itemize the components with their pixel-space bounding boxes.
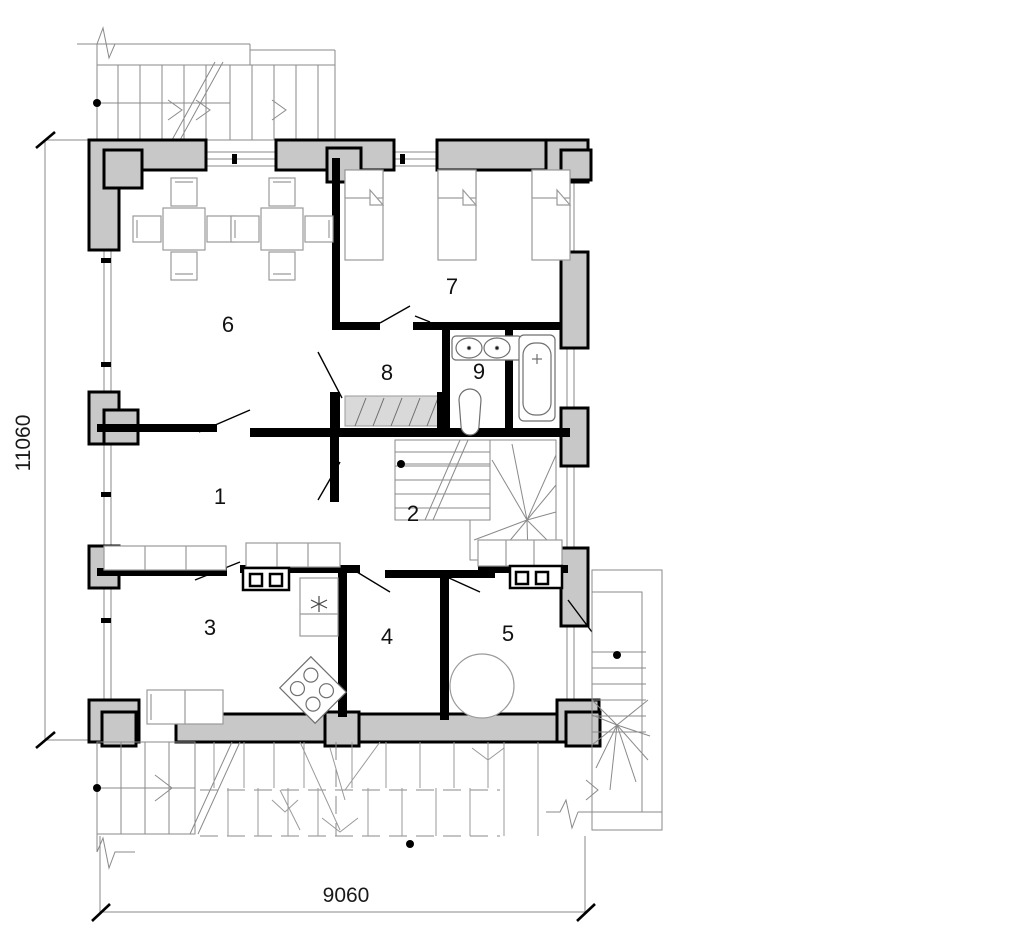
fixture-kitchen-base-unit — [241, 566, 291, 592]
exterior-stairs-right — [546, 569, 663, 831]
room-label-1: 1 — [214, 484, 226, 509]
fixture-refrigerator — [299, 577, 339, 637]
fixture-bed-3 — [531, 169, 572, 261]
stair-start-dot-right — [613, 651, 621, 659]
room-label-3: 3 — [204, 615, 216, 640]
stair-start-dot-interior — [397, 460, 405, 468]
fixture-kitchenette-right — [477, 539, 563, 567]
room-label-4: 4 — [381, 624, 393, 649]
room-label-7: 7 — [446, 274, 458, 299]
fixture-kitchen-counter-left — [103, 545, 227, 571]
fixture-closet-hatch — [344, 395, 442, 427]
fixture-toilet — [458, 388, 482, 436]
fixture-bathtub — [518, 334, 556, 422]
room-label-8: 8 — [381, 360, 393, 385]
terrace-stair-dot — [93, 784, 101, 792]
fixture-dining-table-set-1 — [132, 177, 236, 281]
room-label-2: 2 — [407, 501, 419, 526]
fixture-double-sink — [451, 335, 523, 361]
dimension-ticks — [35, 131, 596, 922]
fixture-kitchen-counter-right — [245, 542, 341, 568]
fixture-dining-table-set-2 — [230, 177, 334, 281]
fixture-bed-1 — [344, 169, 385, 261]
break-line-top — [77, 26, 135, 60]
room-label-6: 6 — [222, 312, 234, 337]
room-label-9: 9 — [473, 359, 485, 384]
door-leader-lines — [194, 305, 593, 633]
break-line-bottom — [96, 834, 135, 870]
fixture-bed-2 — [437, 169, 478, 261]
fixture-round-table — [449, 653, 515, 719]
closet-wall-jambs — [331, 392, 446, 434]
dimension-vertical-label: 11060 — [12, 415, 35, 472]
stair-start-dot-top — [93, 99, 101, 107]
exterior-stairs-top — [96, 43, 336, 141]
dimension-horizontal-label: 9060 — [323, 884, 370, 907]
fixture-kitchen-window — [146, 689, 224, 725]
room-label-5: 5 — [502, 621, 514, 646]
fixture-cooktop — [278, 655, 348, 725]
fixture-kitchenette-base-unit — [508, 564, 564, 590]
terrace-center-dot — [406, 840, 414, 848]
dimension-lines — [44, 139, 586, 913]
